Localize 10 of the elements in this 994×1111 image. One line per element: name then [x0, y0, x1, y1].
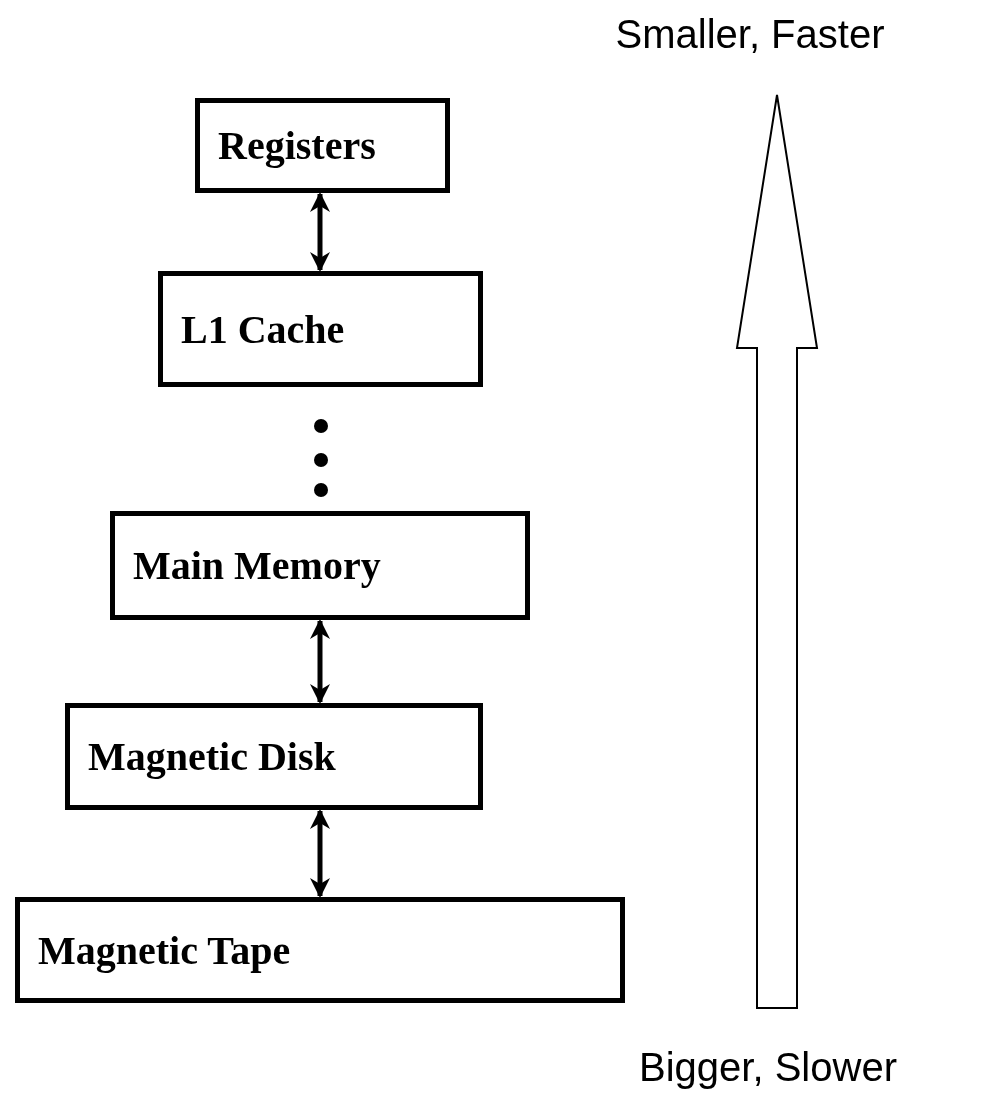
- double-arrow: [310, 809, 330, 898]
- axis-label: Bigger, Slower: [639, 1045, 897, 1090]
- axis-label: Smaller, Faster: [615, 12, 885, 57]
- memory-level-box: L1 Cache: [158, 271, 483, 387]
- memory-level-box: Registers: [195, 98, 450, 193]
- double-arrow: [310, 192, 330, 272]
- memory-level-box: Magnetic Tape: [15, 897, 625, 1003]
- memory-level-box: Main Memory: [110, 511, 530, 620]
- double-arrow: [310, 619, 330, 704]
- memory-level-box: Magnetic Disk: [65, 703, 483, 810]
